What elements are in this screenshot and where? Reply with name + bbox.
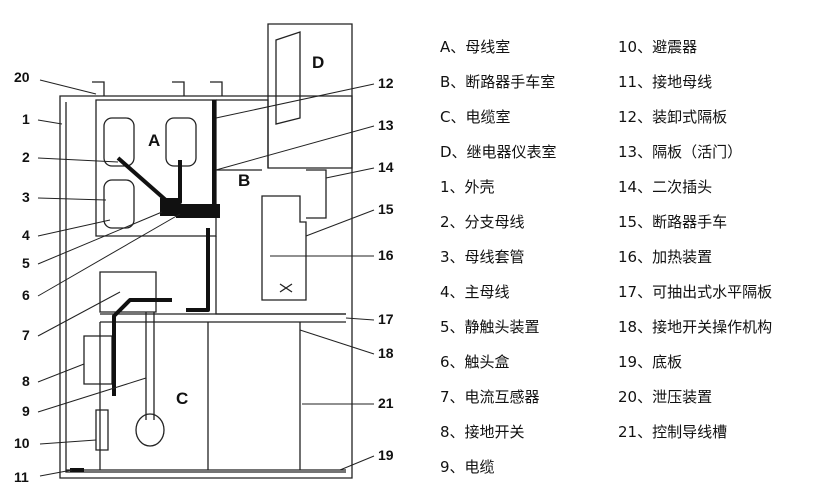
zone-label: B	[238, 171, 250, 190]
callout-number: 17	[378, 311, 394, 327]
callout-number: 18	[378, 345, 394, 361]
legend-item: 5、静触头装置	[440, 318, 540, 336]
legend-item: 15、断路器手车	[618, 213, 728, 231]
cable	[145, 312, 155, 420]
current-transformer	[99, 271, 157, 313]
legend-item: 13、隔板（活门）	[618, 143, 743, 161]
legend-column-right: 10、避震器 11、接地母线 12、装卸式隔板 13、隔板（活门） 14、二次插…	[618, 30, 818, 490]
legend-item: A、母线室	[440, 38, 511, 56]
callout-number: 15	[378, 201, 394, 217]
cable-conductor	[112, 298, 172, 396]
legend-item: 6、触头盒	[440, 353, 510, 371]
legend-item: C、电缆室	[440, 108, 511, 126]
shock-absorber	[95, 409, 109, 451]
legend-item: 3、母线套管	[440, 248, 525, 266]
callout-number: 6	[22, 287, 30, 303]
cable-room-outline	[99, 322, 301, 470]
zone-label: C	[176, 389, 188, 408]
callout-number: 8	[22, 373, 30, 389]
legend-item: 11、接地母线	[618, 73, 713, 91]
zone-label: A	[148, 131, 160, 150]
callout-number: 7	[22, 327, 30, 343]
cabinet-inner-wall	[65, 102, 346, 473]
horizontal-partition	[100, 313, 346, 323]
relay-room-door	[275, 31, 301, 125]
legend-item: 4、主母线	[440, 283, 510, 301]
legend-item: 2、分支母线	[440, 213, 525, 231]
callout-number: 5	[22, 255, 30, 271]
bushing-upper-right	[165, 117, 197, 167]
switchgear-cross-section-diagram: A B C D 20 1 2 3 4 5 6 7 8 9 10 11 12 13…	[14, 23, 394, 485]
legend-item: 18、接地开关操作机构	[618, 318, 773, 336]
callout-number: 19	[378, 447, 394, 463]
legend-item: 1、外壳	[440, 178, 495, 196]
callout-number: 21	[378, 395, 394, 411]
zone-label: D	[312, 53, 324, 72]
legend-item: 16、加热装置	[618, 248, 713, 266]
callout-number: 9	[22, 403, 30, 419]
legend-item: 8、接地开关	[440, 423, 525, 441]
legend-column-left: A、母线室 B、断路器手车室 C、电缆室 D、继电器仪表室 1、外壳 2、分支母…	[440, 30, 618, 490]
legend-item: 7、电流互感器	[440, 388, 540, 406]
legend-item: 12、装卸式隔板	[618, 108, 728, 126]
stationary-contact	[160, 198, 180, 216]
callout-number: 2	[22, 149, 30, 165]
callout-number: 13	[378, 117, 394, 133]
legend-item: 14、二次插头	[618, 178, 713, 196]
component-legend: A、母线室 B、断路器手车室 C、电缆室 D、继电器仪表室 1、外壳 2、分支母…	[440, 30, 820, 490]
bushing-lower	[103, 179, 135, 229]
breaker-truck	[261, 195, 307, 301]
callout-number: 3	[22, 189, 30, 205]
callout-number: 16	[378, 247, 394, 263]
callout-number: 4	[22, 227, 30, 243]
callout-number: 14	[378, 159, 394, 175]
secondary-plug	[306, 169, 327, 219]
legend-item: 10、避震器	[618, 38, 698, 56]
earthing-switch	[83, 335, 113, 385]
callout-number: 10	[14, 435, 30, 451]
legend-item: 21、控制导线槽	[618, 423, 728, 441]
cable-terminal	[135, 413, 165, 447]
legend-item: 17、可抽出式水平隔板	[618, 283, 773, 301]
callout-number: 1	[22, 111, 30, 127]
callout-number: 11	[14, 469, 29, 485]
heating-device	[279, 283, 293, 293]
legend-item: D、继电器仪表室	[440, 143, 557, 161]
legend-item: 19、底板	[618, 353, 683, 371]
bushing-upper-left	[103, 117, 135, 167]
pressure-relief-device	[92, 81, 223, 96]
cabinet-outline	[59, 95, 353, 479]
main-busbar-riser	[186, 100, 216, 312]
legend-item: 20、泄压装置	[618, 388, 713, 406]
legend-item: B、断路器手车室	[440, 73, 556, 91]
earthing-busbar	[70, 468, 84, 472]
callout-number: 12	[378, 75, 394, 91]
legend-item: 9、电缆	[440, 458, 495, 476]
contact-box	[176, 204, 220, 218]
callout-number: 20	[14, 69, 30, 85]
